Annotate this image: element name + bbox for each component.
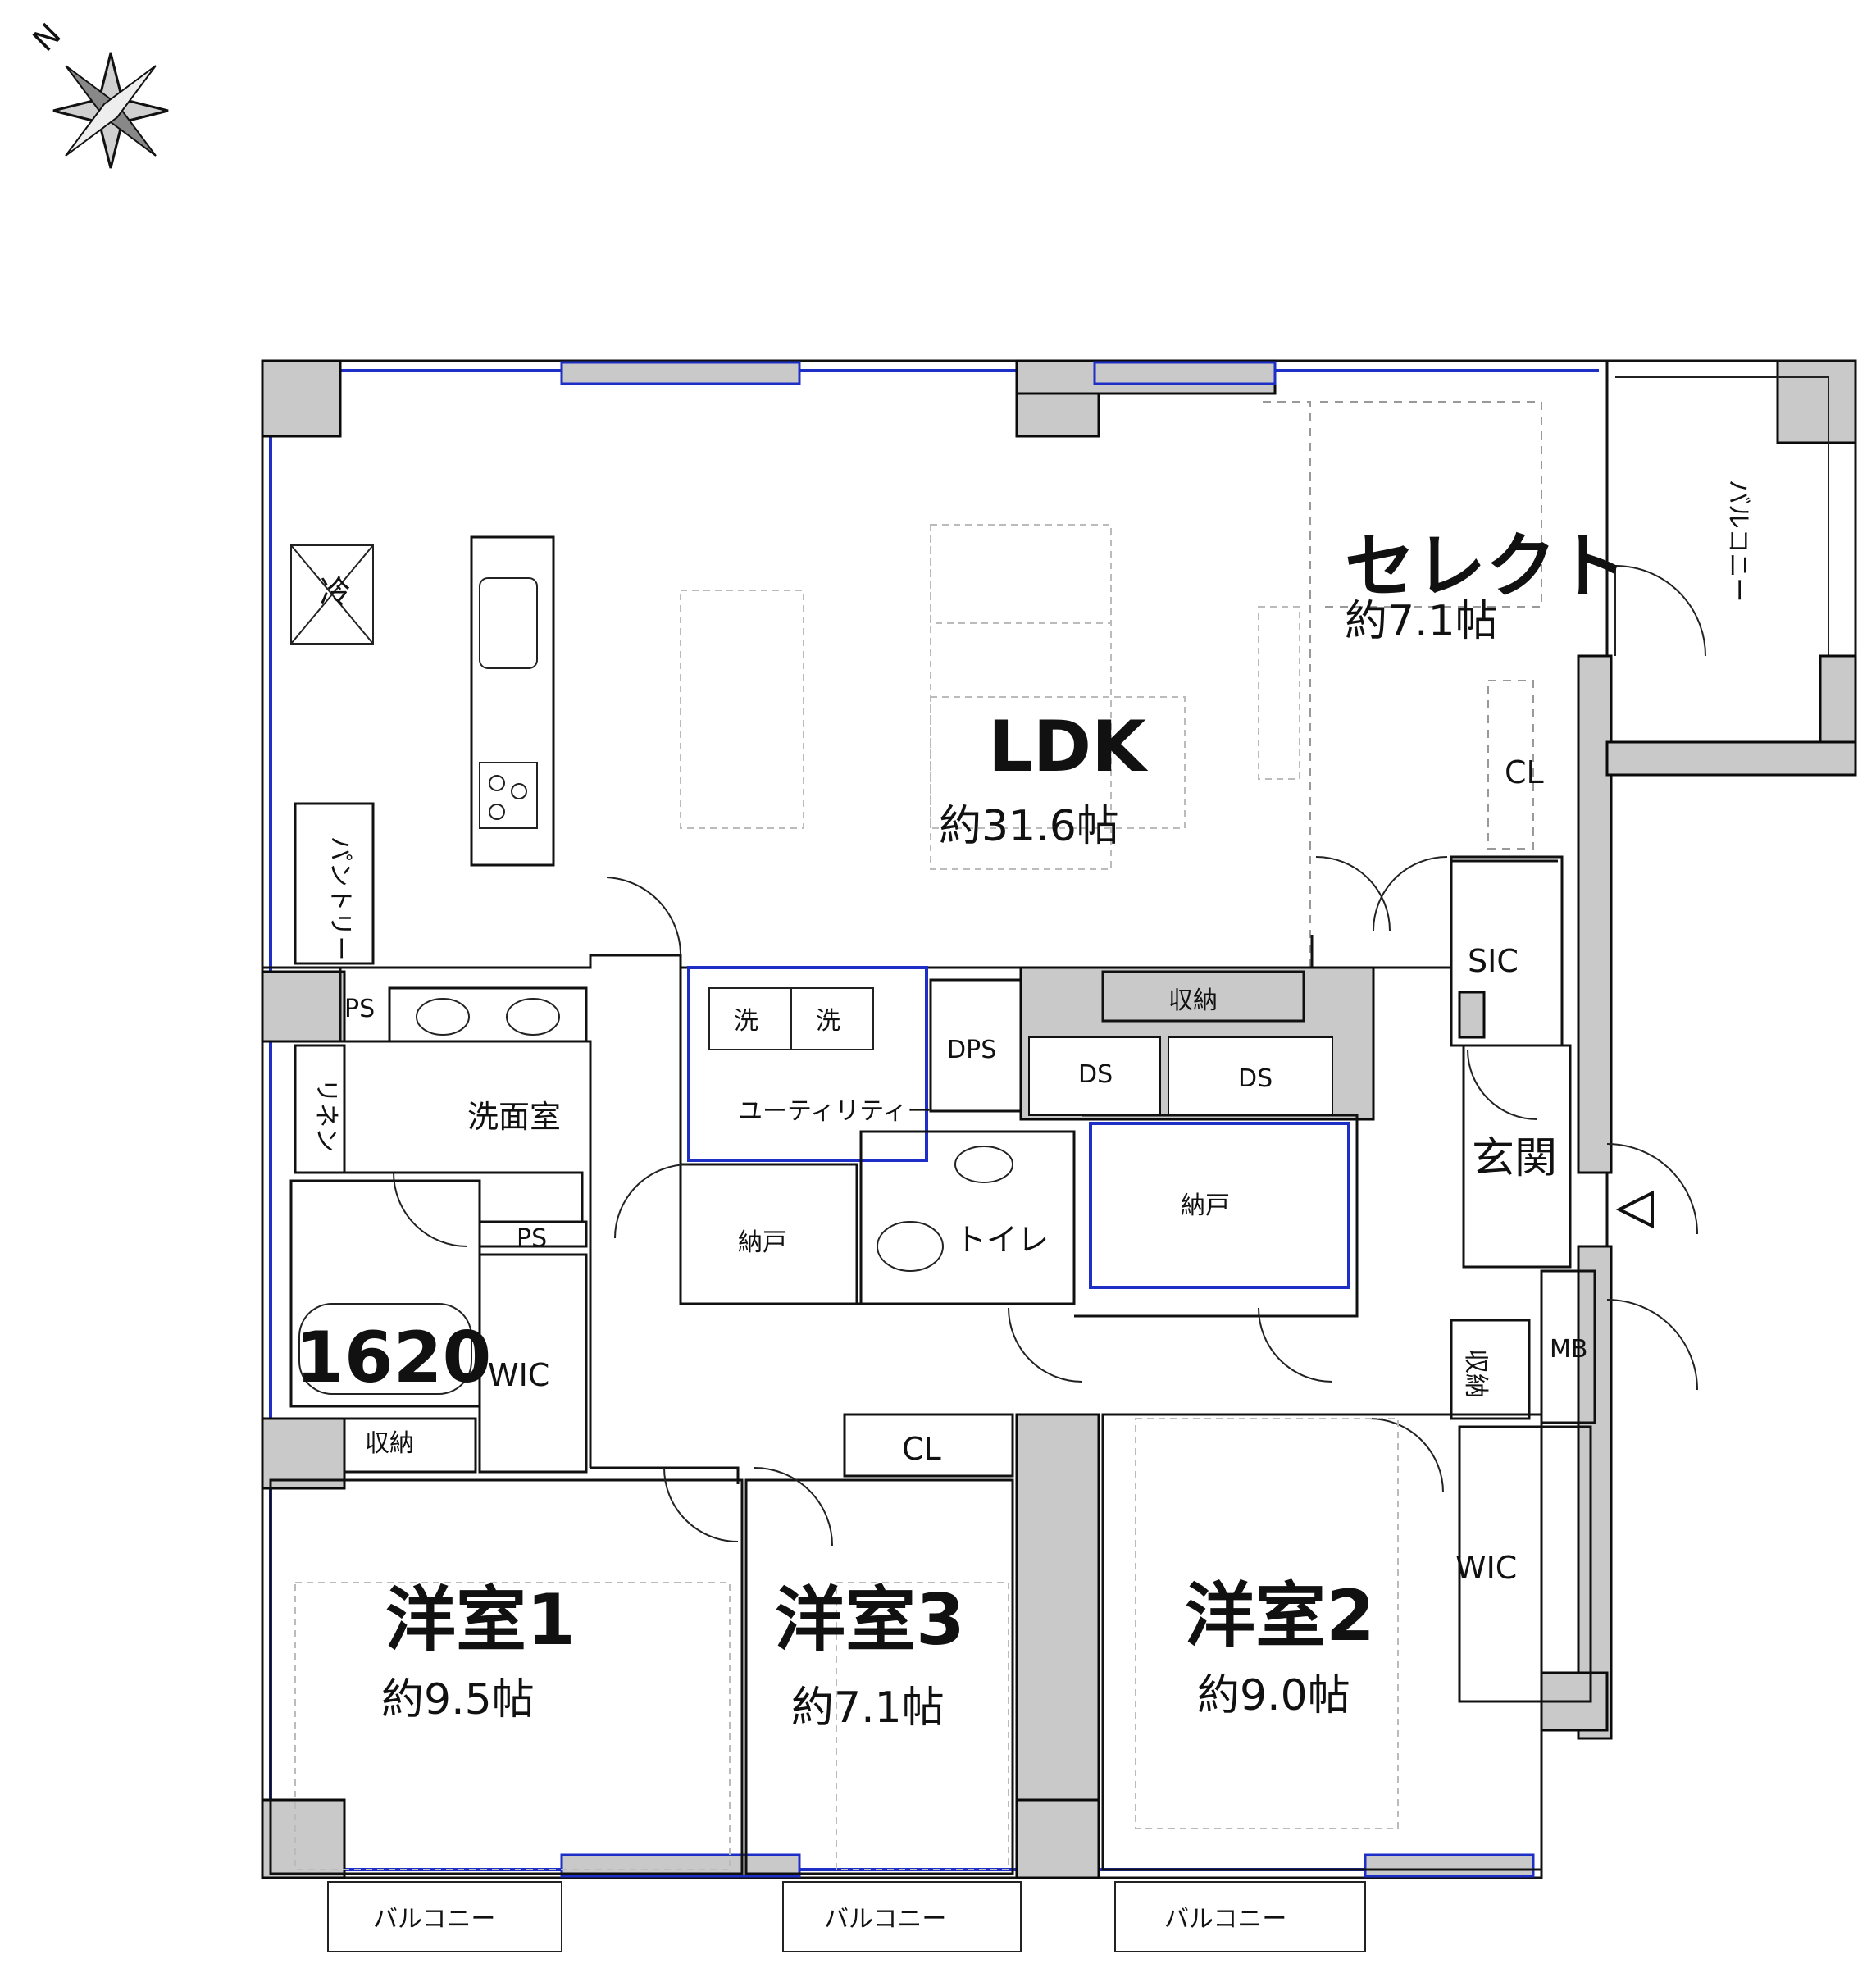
bottom-balconies (327, 1881, 1366, 1952)
utility-label: ユーティリティー (738, 1097, 931, 1126)
balcony-2-label: バルコニー (824, 1905, 946, 1934)
ps-top-label: PS (344, 995, 375, 1023)
compass-north-label: N (26, 16, 68, 58)
ds-2-label: DS (1238, 1064, 1273, 1093)
ps-bottom-label: PS (517, 1224, 547, 1253)
entrance-label: 玄関 (1472, 1134, 1557, 1183)
ds-1-label: DS (1078, 1060, 1113, 1089)
toilet-label: トイレ (955, 1222, 1049, 1258)
interior-walls (262, 401, 1596, 1875)
nando-right-label: 納戸 (1181, 1191, 1230, 1220)
compass-icon (52, 52, 169, 169)
nando-left-label: 納戸 (738, 1228, 787, 1257)
washer-1-label: 洗 (734, 1007, 758, 1036)
entrance-arrow-icon (1615, 1190, 1654, 1229)
washer-2-label: 洗 (816, 1007, 840, 1036)
cl-select-label: CL (1505, 754, 1544, 790)
room-ldk-name: LDK (988, 706, 1149, 788)
wic-left-label: WIC (488, 1357, 549, 1393)
storage-left-label: 収納 (365, 1429, 414, 1458)
room-ldk-size: 約31.6帖 (939, 802, 1119, 851)
pantry-label: パントリー (326, 836, 354, 961)
sic-label: SIC (1468, 943, 1519, 979)
dps-label: DPS (947, 1036, 996, 1064)
room-select-size: 約7.1帖 (1345, 597, 1498, 646)
outer-walls (261, 359, 1857, 1879)
bath-size-label: 1620 (295, 1317, 491, 1399)
room-3-name: 洋室3 (775, 1579, 965, 1661)
balcony-right-area (1605, 359, 1857, 777)
room-1-size: 約9.5帖 (381, 1675, 535, 1724)
balcony-3-label: バルコニー (1164, 1905, 1286, 1934)
room-2-size: 約9.0帖 (1197, 1671, 1350, 1720)
balcony-right-label: バルコニー (1723, 480, 1752, 602)
linen-label: リネン (312, 1078, 340, 1152)
storage-right-label: 収納 (1461, 1349, 1490, 1398)
furniture (294, 524, 1399, 1870)
washroom-label: 洗面室 (467, 1099, 561, 1135)
doors (393, 856, 1698, 1547)
room-1-name: 洋室1 (385, 1579, 576, 1661)
room-select-name: セレクト (1345, 526, 1627, 608)
balcony-1-label: バルコニー (373, 1905, 495, 1934)
mb-label: MB (1550, 1335, 1587, 1364)
refrigerator-label: 冷 (320, 574, 351, 610)
room-3-size: 約7.1帖 (791, 1683, 945, 1733)
room-2-name: 洋室2 (1185, 1575, 1375, 1657)
cl-room3-label: CL (902, 1431, 941, 1467)
wic-right-label: WIC (1455, 1550, 1517, 1586)
storage-mid-label: 収納 (1168, 986, 1218, 1015)
